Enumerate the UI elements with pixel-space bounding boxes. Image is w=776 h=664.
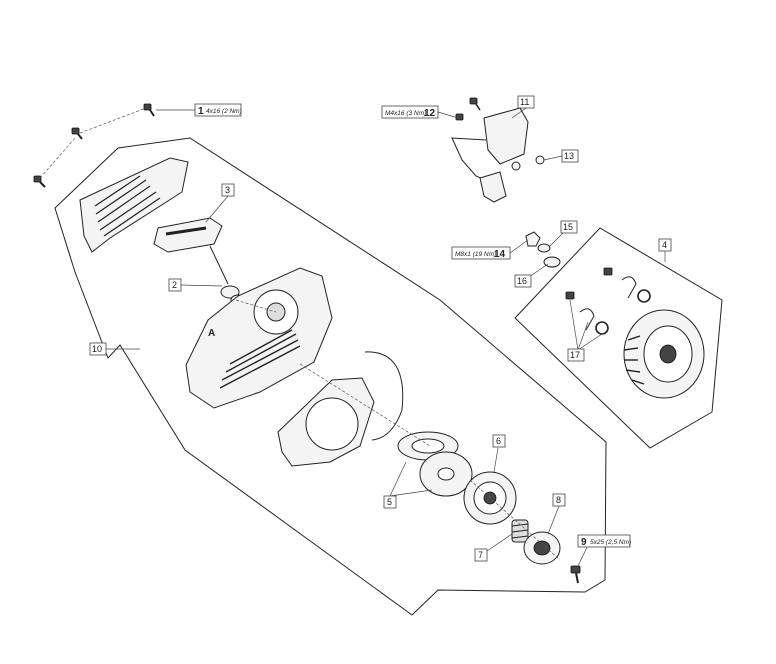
callout-6-number: 6 bbox=[496, 436, 501, 446]
callout-8-number: 8 bbox=[556, 495, 561, 505]
screw-middle-icon bbox=[71, 127, 83, 140]
callout-14: M8x1 (19 Nm) 14 bbox=[451, 246, 511, 260]
callout-12: M4x16 (3 Nm) 12 bbox=[381, 105, 439, 119]
callout-1-number: 1 bbox=[198, 106, 204, 117]
callout-7: 7 bbox=[474, 548, 488, 562]
callout-17: 17 bbox=[567, 348, 585, 362]
flywheel-washer-icon bbox=[537, 243, 561, 268]
callout-12-spec: M4x16 (3 Nm) bbox=[385, 110, 426, 117]
assembly-dash-lines bbox=[235, 299, 561, 561]
screw-path-line bbox=[39, 136, 77, 179]
callout-5-number: 5 bbox=[387, 497, 392, 507]
callout-6: 6 bbox=[492, 434, 506, 448]
callout-10-number: 10 bbox=[92, 344, 102, 354]
pulley-disc bbox=[419, 451, 473, 497]
air-guide-cover bbox=[79, 157, 189, 253]
starter-housing: A bbox=[185, 267, 333, 409]
callout-12-number: 12 bbox=[424, 108, 436, 119]
callout-11-number: 11 bbox=[520, 97, 529, 107]
callout-2: 2 bbox=[168, 278, 182, 292]
starter-handle bbox=[153, 217, 223, 253]
callout-10: 10 bbox=[89, 342, 107, 356]
callout-7-number: 7 bbox=[478, 550, 483, 560]
flywheel bbox=[623, 309, 705, 399]
coil-screw-2-icon bbox=[455, 113, 464, 121]
coil-nut-icon bbox=[511, 155, 545, 171]
pulley-screw-icon bbox=[570, 565, 581, 584]
callout-13-number: 13 bbox=[564, 151, 574, 161]
screw-path-line bbox=[79, 107, 147, 134]
starter-group-outline bbox=[54, 137, 607, 616]
callout-9-spec: 5x25 (2,5 Nm) bbox=[590, 539, 631, 546]
callout-3-number: 3 bbox=[225, 185, 230, 195]
callout-15: 15 bbox=[560, 220, 578, 234]
pawl-carrier bbox=[523, 531, 561, 565]
flywheel-nut-icon bbox=[525, 231, 541, 247]
callout-14-spec: M8x1 (19 Nm) bbox=[455, 251, 496, 258]
callout-2-number: 2 bbox=[172, 280, 177, 290]
fan-cover-plate bbox=[277, 377, 375, 467]
callout-13: 13 bbox=[561, 149, 579, 163]
screw-top-icon bbox=[143, 103, 155, 117]
callout-5: 5 bbox=[383, 495, 397, 509]
callout-4: 4 bbox=[658, 238, 672, 252]
logo-mark: A bbox=[208, 328, 215, 339]
spring-guard bbox=[364, 351, 404, 441]
callout-15-number: 15 bbox=[563, 222, 573, 232]
callout-1: 1 4x16 (2 Nm) bbox=[194, 103, 242, 117]
starter-cord bbox=[209, 245, 229, 285]
callout-9: 9 5x25 (2,5 Nm) bbox=[577, 534, 631, 548]
screw-bottom-icon bbox=[33, 175, 46, 188]
flywheel-group-outline bbox=[514, 227, 723, 449]
pawl-spring bbox=[511, 519, 529, 543]
callout-16: 16 bbox=[514, 274, 532, 288]
callout-8: 8 bbox=[552, 493, 566, 507]
flywheel-pawl-parts bbox=[565, 267, 651, 335]
callout-17-number: 17 bbox=[570, 350, 580, 360]
callout-14-number: 14 bbox=[494, 249, 506, 260]
callout-4-number: 4 bbox=[662, 240, 667, 250]
callout-9-number: 9 bbox=[581, 537, 587, 548]
ignition-coil bbox=[451, 107, 529, 203]
leader-lines bbox=[106, 107, 666, 567]
callout-16-number: 16 bbox=[517, 276, 527, 286]
coil-screw-icon bbox=[469, 97, 481, 111]
callout-1-spec: 4x16 (2 Nm) bbox=[206, 108, 242, 115]
callout-11: 11 bbox=[517, 95, 535, 109]
callout-3: 3 bbox=[221, 183, 235, 197]
